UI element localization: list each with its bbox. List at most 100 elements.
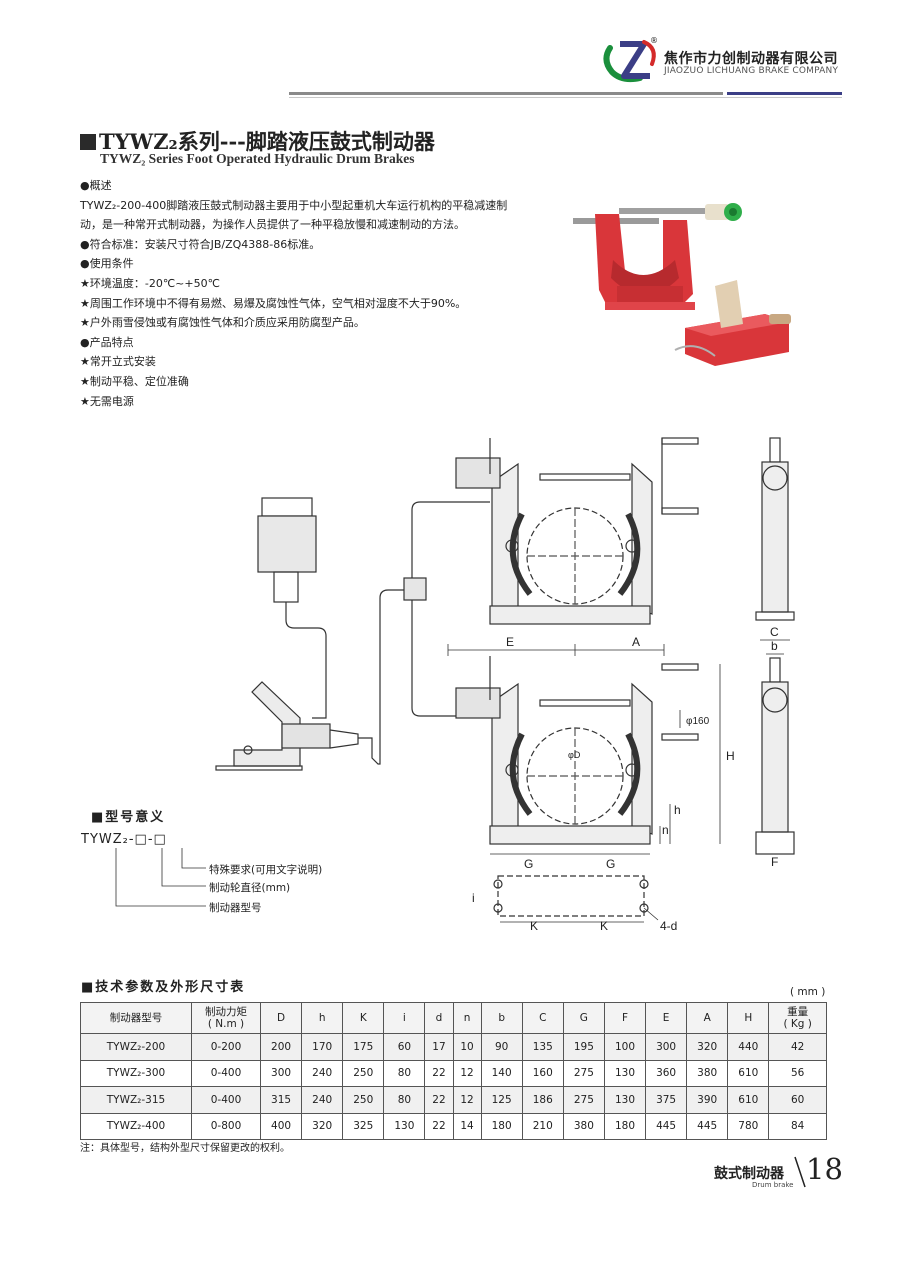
table-cell: 0-800: [191, 1112, 261, 1140]
table-cell: 610: [727, 1059, 770, 1087]
table-cell: 160: [521, 1059, 564, 1087]
table-cell: 275: [562, 1086, 605, 1114]
table-cell: 84: [768, 1112, 827, 1140]
table-cell: 180: [480, 1112, 523, 1140]
overview-line: ★常开立式安装: [80, 355, 156, 369]
dim-label-i: i: [472, 891, 475, 905]
table-cell: 130: [383, 1112, 426, 1140]
table-header-cell: D: [259, 1002, 303, 1034]
table-cell: 445: [686, 1112, 729, 1140]
registered-mark: ®: [650, 36, 658, 45]
model-meaning-line: 制动轮直径(mm): [209, 882, 291, 894]
table-cell: 135: [521, 1033, 564, 1061]
table-cell: 275: [562, 1059, 605, 1087]
footer-section-en: Drum brake: [752, 1181, 794, 1189]
table-cell: 17: [424, 1033, 454, 1061]
model-meaning-line: 特殊要求(可用文字说明): [209, 864, 323, 876]
table-header-cell: i: [383, 1002, 426, 1034]
spec-table: 制动器型号 制动力矩 ( N.m ) D h K i d n b C G F E…: [80, 1002, 827, 1140]
overview-line: ★无需电源: [80, 394, 134, 408]
table-cell: 240: [301, 1086, 344, 1114]
dim-label-f: F: [771, 855, 778, 869]
table-cell: 445: [645, 1112, 688, 1140]
header-rule-thin: [289, 97, 842, 98]
footer-slash: [794, 1156, 806, 1188]
table-cell: 14: [452, 1112, 482, 1140]
table-cell: 320: [686, 1033, 729, 1061]
table-header-cell: C: [521, 1002, 564, 1034]
header-rule-blue: [727, 92, 842, 95]
reservoir-body: [257, 515, 317, 573]
model-meaning-line: 制动器型号: [209, 902, 262, 914]
dim-label-k-left: K: [530, 919, 538, 933]
page-number: 18: [806, 1152, 843, 1186]
dim-label-phid: φD: [568, 750, 581, 760]
overview-text: ●概述 TYWZ₂-200-400脚踏液压鼓式制动器主要用于中小型起重机大车运行…: [80, 176, 580, 411]
table-cell: 315: [259, 1086, 303, 1114]
table-cell: 0-200: [191, 1033, 261, 1061]
table-cell: 0-400: [191, 1059, 261, 1087]
table-cell: 60: [768, 1086, 827, 1114]
table-cell: 170: [301, 1033, 344, 1061]
table-note: 注：具体型号，结构外型尺寸保留更改的权利。: [80, 1143, 290, 1154]
product-photo: [573, 203, 791, 366]
spec-table-unit: ( mm ): [790, 986, 826, 998]
table-cell: TYWZ₂-315: [80, 1086, 192, 1114]
table-header-cell: G: [562, 1002, 605, 1034]
dim-label-c: C: [770, 625, 779, 639]
table-cell: 380: [686, 1059, 729, 1087]
table-header-cell: d: [424, 1002, 454, 1034]
company-name-en: JIAOZUO LICHUANG BRAKE COMPANY: [664, 66, 839, 76]
table-cell: 380: [562, 1112, 605, 1140]
table-cell: TYWZ₂-300: [80, 1059, 192, 1087]
spec-table-heading: ■技术参数及外形尺寸表: [81, 980, 246, 995]
table-cell: 320: [301, 1112, 344, 1140]
table-cell: 140: [480, 1059, 523, 1087]
table-cell: 100: [603, 1033, 647, 1061]
table-cell: 12: [452, 1086, 482, 1114]
table-cell: 22: [424, 1059, 454, 1087]
table-header-cell: 制动力矩 ( N.m ): [191, 1002, 261, 1034]
table-cell: 12: [452, 1059, 482, 1087]
table-cell: 130: [603, 1059, 647, 1087]
overview-line: ★户外雨雪侵蚀或有腐蚀性气体和介质应采用防腐型产品。: [80, 316, 365, 330]
technical-drawing: E A H φ160 h n G G K K i 4-d φD C b F: [215, 437, 795, 933]
overview-line: ●概述: [80, 179, 112, 192]
table-cell: 90: [480, 1033, 523, 1061]
table-cell: 10: [452, 1033, 482, 1061]
model-leader-lines: [115, 848, 206, 907]
table-cell: 240: [301, 1059, 344, 1087]
dim-label-n: n: [662, 823, 669, 837]
reservoir-cap: [261, 497, 313, 517]
table-cell: 440: [727, 1033, 770, 1061]
company-name-cn: 焦作市力创制动器有限公司: [664, 51, 838, 67]
dim-label-g-right: G: [606, 857, 615, 871]
table-cell: 250: [342, 1059, 385, 1087]
title-square-bullet: [80, 134, 96, 150]
table-cell: 195: [562, 1033, 605, 1061]
table-cell: TYWZ₂-200: [80, 1033, 192, 1061]
table-cell: 390: [686, 1086, 729, 1114]
overview-line: ●使用条件: [80, 257, 134, 271]
overview-line: ★制动平稳、定位准确: [80, 374, 189, 388]
table-cell: 200: [259, 1033, 303, 1061]
dim-label-b: b: [771, 639, 778, 653]
table-header-row: 制动器型号 制动力矩 ( N.m ) D h K i d n b C G F E…: [80, 1002, 827, 1034]
model-code: TYWZ₂-□-□: [81, 832, 167, 847]
table-cell: 22: [424, 1086, 454, 1114]
dim-label-phi160: φ160: [686, 716, 710, 727]
model-meaning-heading: ■型号意义: [91, 810, 166, 825]
table-cell: 300: [259, 1059, 303, 1087]
dim-label-h: h: [674, 803, 681, 817]
table-cell: TYWZ₂-400: [80, 1112, 192, 1140]
table-cell: 60: [383, 1033, 426, 1061]
table-header-cell: K: [342, 1002, 385, 1034]
overview-line: ●符合标准：安装尺寸符合JB/ZQ4388-86标准。: [80, 237, 321, 251]
table-cell: 125: [480, 1086, 523, 1114]
dim-label-4d: 4-d: [660, 919, 677, 933]
table-cell: 80: [383, 1086, 426, 1114]
